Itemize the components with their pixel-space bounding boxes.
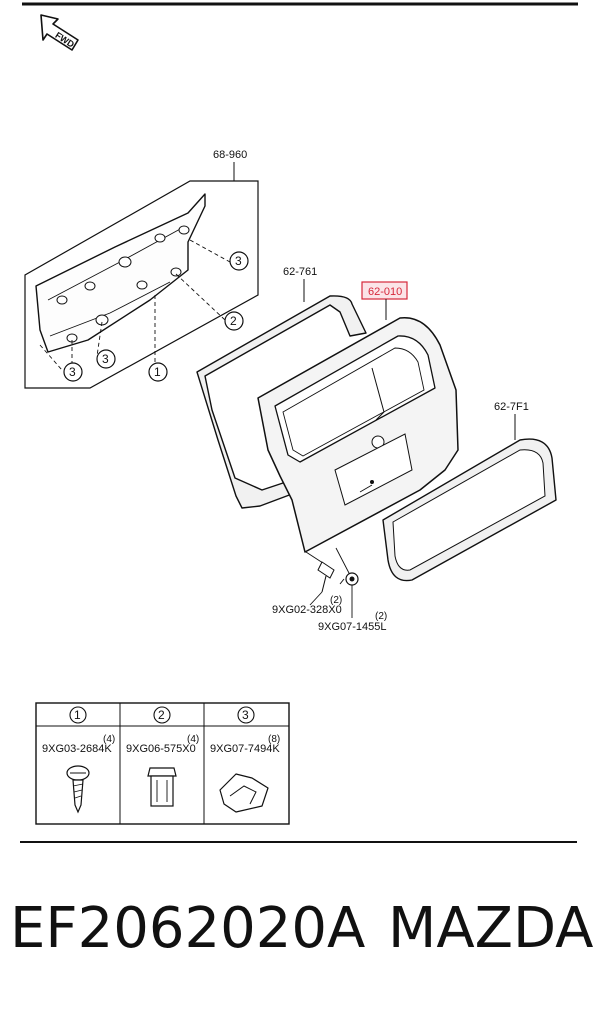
label-weatherstrip: 62-761 bbox=[283, 266, 317, 278]
weatherstrip bbox=[196, 295, 367, 509]
table-part-3: 9XG07-7494K bbox=[210, 743, 280, 755]
label-bolt-a: 9XG02-328X0 bbox=[272, 604, 342, 616]
table-qty-2: (4) bbox=[187, 734, 199, 745]
table-qty-3: (8) bbox=[268, 734, 280, 745]
fwd-arrow-icon: FWD bbox=[40, 14, 79, 51]
table-part-1: 9XG03-2684K bbox=[42, 743, 112, 755]
lower-bolts-group: (2) 9XG02-328X0 (2) 9XG07-1455L bbox=[272, 561, 387, 633]
screw-icon bbox=[66, 765, 90, 814]
trim-panel-group: 68-960 bbox=[24, 149, 259, 389]
table-num-1: 1 bbox=[74, 708, 81, 722]
clip-icon bbox=[147, 767, 177, 807]
trim-panel bbox=[35, 193, 206, 353]
liftgate-window bbox=[274, 335, 436, 463]
footer: EF2062020A MAZDA bbox=[10, 896, 595, 976]
callout-3: 3 bbox=[235, 254, 242, 268]
liftgate-group: 62-010 bbox=[257, 281, 459, 576]
bolt-a-icon bbox=[317, 561, 335, 593]
glass-seal-group: 62-7F1 bbox=[382, 401, 557, 582]
callout-2: 2 bbox=[230, 314, 237, 328]
table-num-2: 2 bbox=[158, 708, 165, 722]
callout-3: 3 bbox=[102, 352, 109, 366]
liftgate-highlight-box bbox=[361, 281, 408, 300]
weatherstrip-group: 62-761 bbox=[196, 266, 367, 509]
label-liftgate: 62-010 bbox=[368, 286, 402, 298]
table-num-3: 3 bbox=[242, 708, 249, 722]
label-glass-seal: 62-7F1 bbox=[494, 401, 529, 413]
label-trim: 68-960 bbox=[213, 149, 247, 161]
bolt-b-icon bbox=[339, 572, 359, 586]
callout-3: 3 bbox=[69, 365, 76, 379]
retainer-clip-icon bbox=[219, 773, 269, 813]
fastener-table: 1 (4) 9XG03-2684K 2 (4) 9XG06-575X0 3 (8… bbox=[35, 702, 290, 825]
brand-text: MAZDA bbox=[388, 896, 594, 961]
qty-bolt-a: (2) bbox=[330, 595, 342, 606]
table-part-2: 9XG06-575X0 bbox=[126, 743, 196, 755]
callout-1: 1 bbox=[154, 365, 161, 379]
label-bolt-b: 9XG07-1455L bbox=[318, 621, 387, 633]
table-qty-1: (4) bbox=[103, 734, 115, 745]
part-number-text: EF2062020A bbox=[10, 896, 366, 961]
qty-bolt-b: (2) bbox=[375, 611, 387, 622]
